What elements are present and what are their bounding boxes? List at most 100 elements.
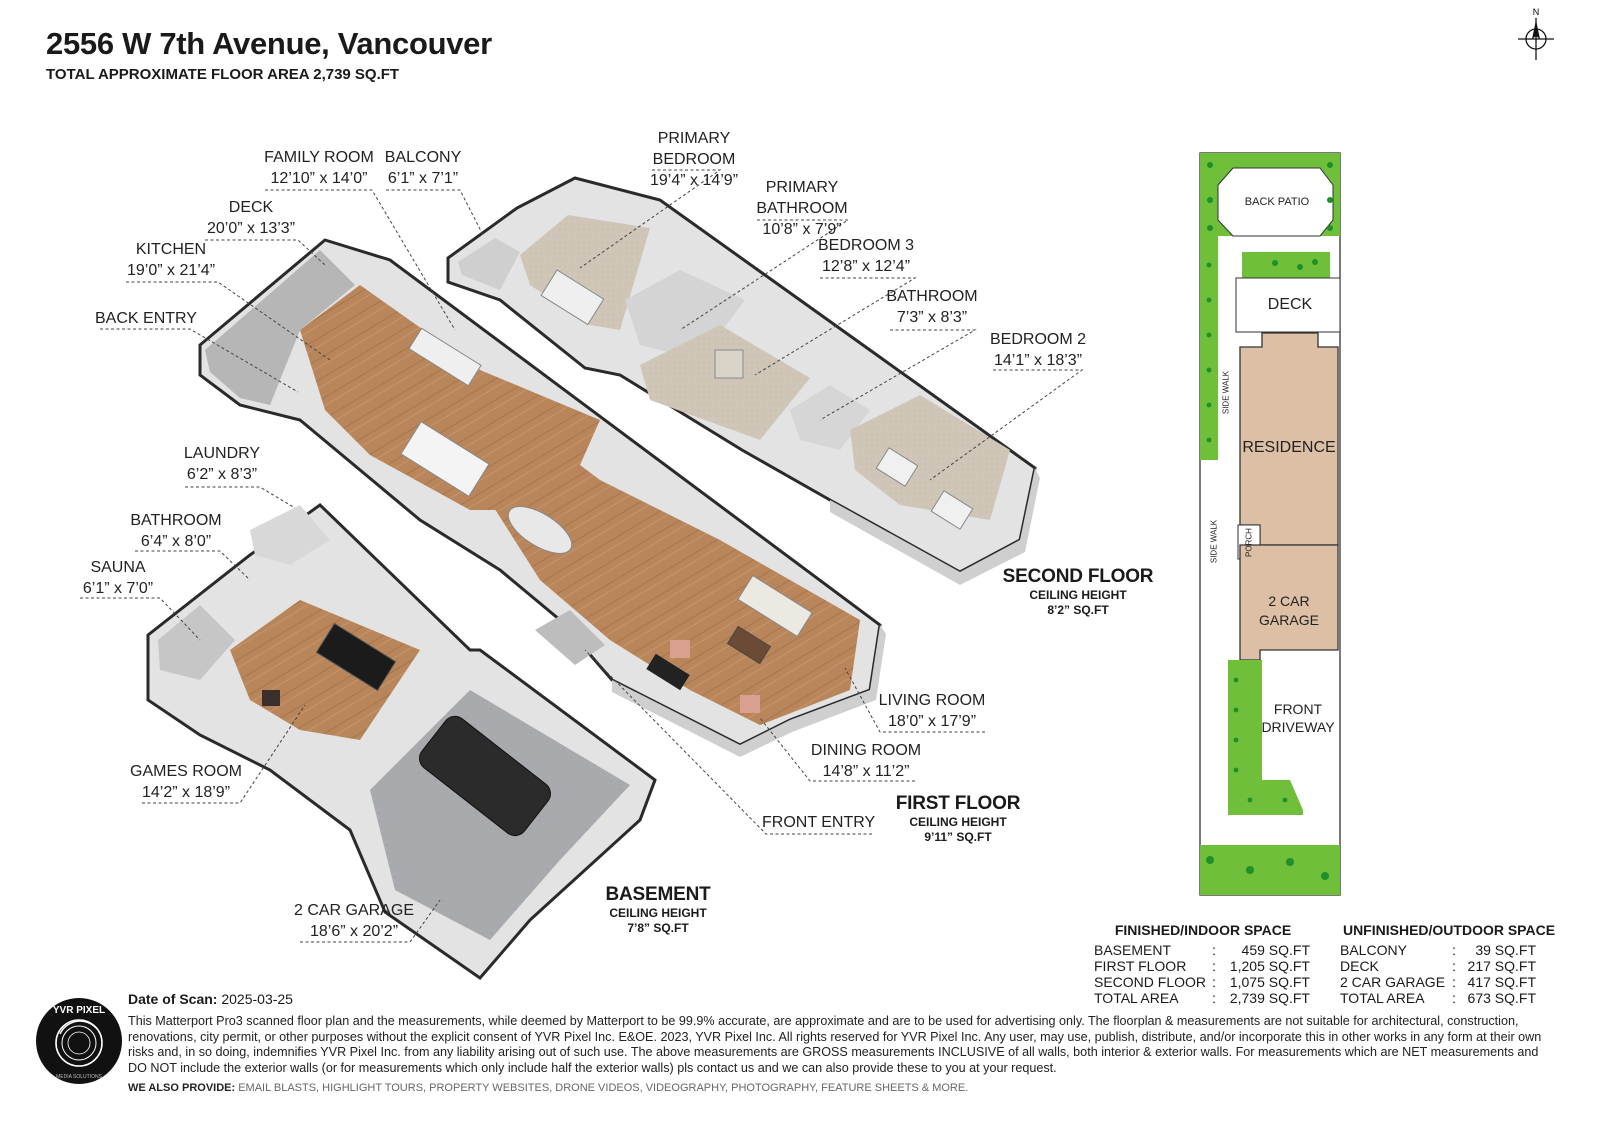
area-sep: : [1452,974,1456,990]
bedroom-2-bed-2 [930,490,974,530]
laundry-floor [250,505,330,565]
ceiling-value: 9’11” SQ.FT [924,830,992,844]
room-label-bedroom-2: BEDROOM 2 14’1” x 18’3” [986,329,1090,371]
room-name: FAMILY ROOM [264,149,374,166]
floor-label-first: FIRST FLOOR CEILING HEIGHT 9’11” SQ.FT [890,793,1026,845]
bedroom-2-floor [850,395,1010,520]
back-patio [1217,167,1334,237]
leader-living-room [844,667,985,733]
leader-sauna [80,597,201,641]
room-label-kitchen: KITCHEN 19’0” x 21’4” [120,239,222,281]
room-name: PRIMARY BEDROOM [652,130,736,168]
leader-bathroom-basement [135,550,251,581]
room-name: PRIMARY BATHROOM [756,179,848,217]
table-row: DECK : 217 SQ.FT [1340,958,1558,974]
room-label-primary-bathroom: PRIMARY BATHROOM 10’8” x 7’9” [746,156,858,261]
room-name: GAMES ROOM [130,763,243,780]
room-dim: 6’1” x 7’0” [82,580,154,597]
ceiling-label: CEILING HEIGHT [909,815,1007,829]
room-name: BATHROOM [130,512,222,529]
leader-back-entry [100,328,299,393]
compass-north-icon: N [1518,7,1554,60]
room-dim: 12’10” x 14’0” [270,170,368,187]
room-dim: 18’6” x 20’2” [309,923,399,940]
room-name: BALCONY [384,149,462,166]
room-name: DECK [228,199,274,216]
floor-label-second: SECOND FLOOR CEILING HEIGHT 8’2” SQ.FT [1000,566,1156,618]
room-dim: 18’0” x 17’9” [887,713,977,730]
leader-lines [80,169,1084,943]
leader-balcony [386,189,484,236]
area-sep: : [1212,990,1216,1006]
sauna-floor [158,605,235,680]
front-grass [1228,660,1303,815]
leader-kitchen [126,281,331,361]
scan-date-value: 2025-03-25 [221,991,293,1007]
room-dim: 12’8” x 12’4” [821,258,911,275]
area-label: DECK [1340,958,1379,974]
leader-bathroom-upper [819,329,977,421]
room-label-living-room: LIVING ROOM 18’0” x 17’9” [876,690,988,732]
room-label-balcony: BALCONY 6’1” x 7’1” [381,147,465,189]
room-name: BATHROOM [886,288,978,305]
room-name: LAUNDRY [183,445,261,462]
table-row: TOTAL AREA : 673 SQ.FT [1340,990,1558,1006]
leader-dining-room [759,717,915,782]
room-label-front-entry: FRONT ENTRY [762,812,876,833]
leader-bedroom-3 [754,277,917,376]
area-label: TOTAL AREA [1094,990,1179,1006]
leader-laundry [185,486,296,509]
table-row: BALCONY : 39 SQ.FT [1340,942,1558,958]
room-label-primary-bedroom: PRIMARY BEDROOM 19’4” x 14’9” [638,107,750,212]
area-label: FIRST FLOOR [1094,958,1187,974]
finished-space-table: FINISHED/INDOOR SPACE BASEMENT : 459 SQ.… [1094,922,1312,1006]
room-name: 2 CAR GARAGE [293,902,415,919]
kitchen-floor [300,285,600,510]
yvr-pixel-logo: YVR PIXEL MEDIA SOLUTIONS [36,998,122,1084]
room-dim: 19’4” x 14’9” [649,172,739,189]
leader-bedroom-2 [929,369,1084,481]
leader-deck [205,239,326,266]
area-label: BASEMENT [1094,942,1172,958]
site-trees [1206,162,1333,880]
room-dim: 7’3” x 8’3” [896,309,968,326]
room-dim: 20’0” x 13’3” [206,220,296,237]
area-label: TOTAL AREA [1340,990,1425,1006]
floor-label-basement: BASEMENT CEILING HEIGHT 7’8” SQ.FT [596,884,720,936]
leader-primary-bathroom [679,219,850,331]
site-label-front-driveway: FRONT DRIVEWAY [1261,701,1335,735]
ceiling-value: 8’2” SQ.FT [1047,603,1109,617]
dining-table [507,506,573,554]
side-grass-left [1200,236,1218,460]
living-armchair [670,640,690,658]
room-label-bedroom-3: BEDROOM 3 12’8” x 12’4” [812,235,920,277]
room-name: LIVING ROOM [878,692,986,709]
leader-front-entry [584,649,872,835]
also-provide: WE ALSO PROVIDE: EMAIL BLASTS, HIGHLIGHT… [128,1082,968,1094]
also-provide-label: WE ALSO PROVIDE: [128,1082,236,1094]
room-label-laundry: LAUNDRY 6’2” x 8’3” [176,443,268,485]
kitchen-island [400,421,490,497]
finished-space-title: FINISHED/INDOOR SPACE [1114,922,1292,938]
room-label-bathroom-basement: BATHROOM 6’4” x 8’0” [128,510,224,552]
area-value: 39 SQ.FT [1475,942,1536,958]
fireplace [646,653,690,691]
area-value: 2,739 SQ.FT [1229,990,1310,1006]
area-sep: : [1452,990,1456,1006]
room-name: FRONT ENTRY [762,814,876,831]
balcony-floor [458,238,520,290]
room-label-bathroom-upper: BATHROOM 7’3” x 8’3” [882,286,982,328]
bedroom-3-floor [640,325,810,440]
unfinished-space-table: UNFINISHED/OUTDOOR SPACE BALCONY : 39 SQ… [1340,922,1558,1006]
area-label: SECOND FLOOR [1094,974,1207,990]
room-label-games-room: GAMES ROOM 14’2” x 18’9” [130,761,242,803]
table-row: FIRST FLOOR : 1,205 SQ.FT [1094,958,1312,974]
table-row: TOTAL AREA : 2,739 SQ.FT [1094,990,1312,1006]
site-label-side-walk-upper: SIDE WALK [1221,370,1231,415]
floor-name: SECOND FLOOR [1002,566,1154,587]
site-label-side-walk-lower: SIDE WALK [1209,519,1219,564]
floor-name: BASEMENT [605,884,711,905]
logo-text: YVR PIXEL [53,1005,105,1016]
leader-primary-bedroom [579,169,722,269]
site-label-garage: 2 CAR GARAGE [1259,593,1319,628]
